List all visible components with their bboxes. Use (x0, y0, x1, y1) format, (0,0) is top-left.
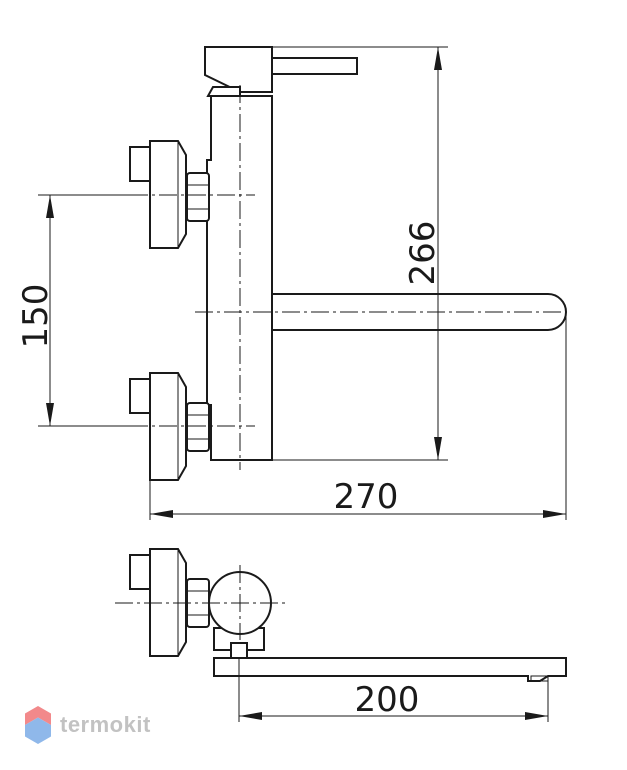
dimension-label-height: 266 (403, 221, 443, 286)
top-center-lines (115, 565, 285, 640)
dimension-total-width: 270 (149, 312, 567, 520)
mixer-body (206, 95, 273, 461)
brand-logo: termokit (24, 705, 151, 745)
dimension-height: 266 (272, 46, 448, 461)
top-connector (129, 548, 210, 657)
dimension-label-spout-reach: 200 (355, 680, 420, 720)
dimension-spout-reach: 200 (238, 658, 549, 722)
dimension-label-total-width: 270 (334, 477, 399, 517)
lever-handle (204, 46, 358, 97)
spout-top (213, 657, 567, 682)
hexagon-logo-icon (25, 706, 51, 744)
brand-name: termokit (60, 712, 151, 737)
front-view: 266 150 270 (16, 46, 567, 520)
dimension-label-inlet-spacing: 150 (16, 284, 56, 349)
top-view: 200 (115, 548, 567, 722)
center-lines (130, 85, 562, 470)
dimension-inlet-spacing: 150 (16, 194, 130, 427)
